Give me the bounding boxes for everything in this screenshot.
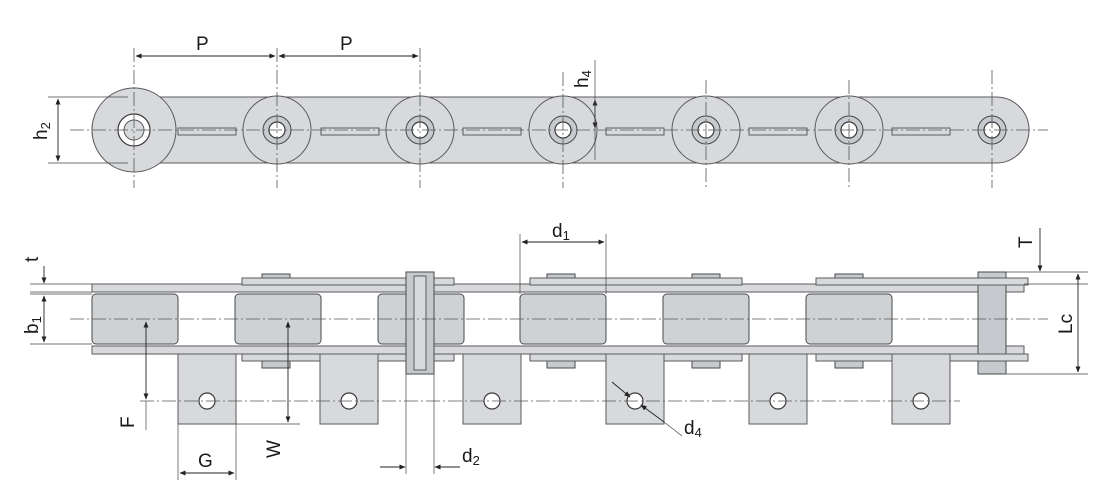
b1-label: b1 [22, 316, 44, 334]
pin-link-plate [241, 277, 455, 286]
plate-slot [462, 127, 522, 136]
rollers [91, 271, 893, 375]
plate-slot [891, 127, 951, 136]
h4-label: h4 [572, 70, 594, 88]
t-label: t [22, 256, 43, 262]
pin-link-plate [815, 277, 1029, 286]
G-label: G [198, 451, 213, 472]
attachment-lug [319, 353, 379, 425]
side-view: t b1 d1 T Lc F G W [22, 221, 1088, 480]
plate-slot [605, 127, 665, 136]
pin-section-core [413, 275, 427, 371]
d4-leader [640, 404, 665, 423]
d2-label: d2 [462, 446, 480, 468]
T-label: T [1016, 236, 1037, 248]
plate-slots [177, 127, 951, 136]
d4-leader [611, 381, 631, 398]
pin-link-plate [529, 277, 743, 286]
h2-label: h2 [31, 122, 53, 140]
attachment-lug [605, 353, 665, 425]
attachment-lug [462, 353, 522, 425]
pitch-label: P [340, 34, 353, 55]
F-label: F [118, 416, 139, 428]
plate-slot [320, 127, 380, 136]
d4-label: d4 [684, 418, 702, 440]
lower-plate [91, 345, 1025, 355]
top-view: P P h2 h4 [31, 34, 1048, 188]
attachment-lug [177, 353, 237, 425]
Lc-label: Lc [1056, 314, 1077, 334]
d4-leader-tail [663, 421, 683, 437]
plate-slot [748, 127, 808, 136]
attachment-lug [748, 353, 808, 425]
d1-label: d1 [552, 221, 570, 243]
plate-slot [177, 127, 237, 136]
pitch-label: P [196, 34, 209, 55]
W-label: W [264, 440, 285, 458]
attachment-lug [891, 353, 951, 425]
